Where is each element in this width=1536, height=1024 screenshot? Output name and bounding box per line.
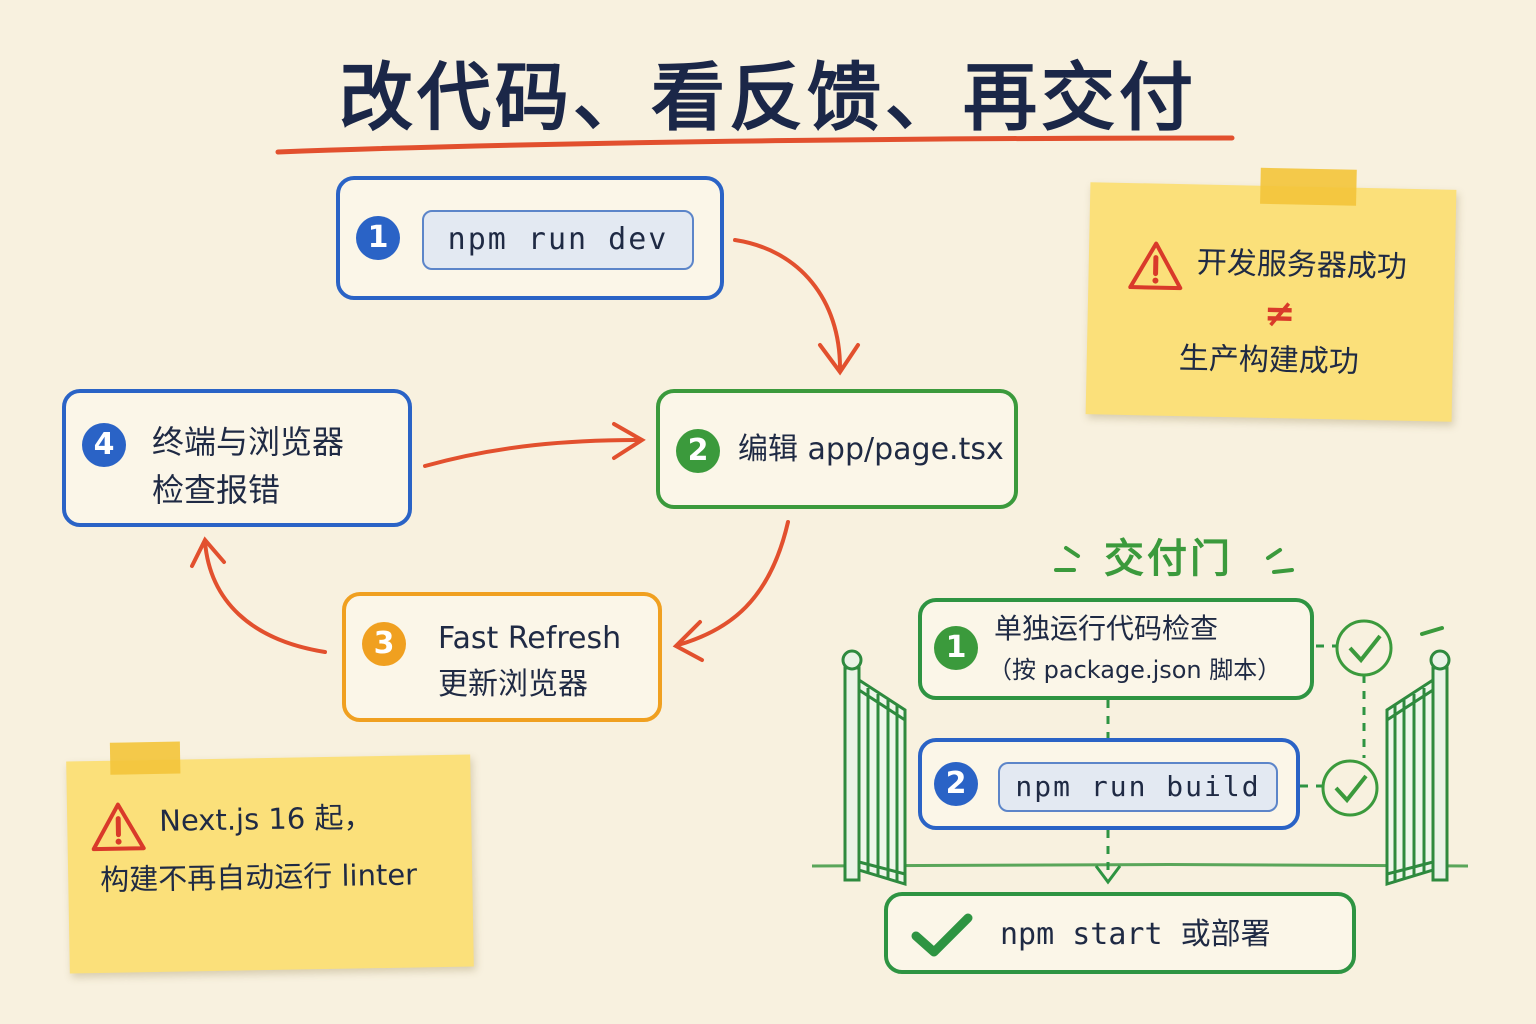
note-tape-bottom [109, 741, 181, 775]
checkmark-icon [911, 913, 973, 957]
gate-title: 交付门 [1104, 536, 1233, 582]
note-bottom-line2: 构建不再自动运行 linter [99, 857, 418, 897]
gate-check2-command: npm run build [998, 762, 1278, 812]
gate-check1-badge: 1 [934, 626, 978, 670]
gate-arrowhead [1094, 865, 1122, 885]
arrow-step1-to-step2 [733, 238, 860, 376]
step2-badge: 2 [676, 429, 720, 473]
note-top-line2: 生产构建成功 [1178, 341, 1360, 380]
step4-badge: 4 [82, 423, 126, 467]
gate-check1-line2: （按 package.json 脚本） [988, 656, 1282, 684]
note-bottom-line1: Next.js 16 起， [158, 800, 373, 838]
gate-check2-box: 2 npm run build [918, 738, 1300, 830]
step4-line2: 检查报错 [152, 471, 281, 509]
arrow-step2-to-step3 [672, 520, 790, 662]
gate-check1-line1: 单独运行代码检查 [994, 612, 1219, 645]
arrow-step4-to-step2 [423, 422, 646, 468]
note-top-symbol: ≠ [1263, 290, 1297, 336]
page-title: 改代码、看反馈、再交付 [339, 55, 1197, 141]
gate-check1-box: 1 单独运行代码检查 （按 package.json 脚本） [918, 598, 1314, 700]
note-dev-vs-build: 开发服务器成功 ≠ 生产构建成功 [1085, 167, 1457, 422]
step2-box: 2 编辑 app/page.tsx [656, 389, 1018, 509]
gate-sparkles [1054, 546, 1444, 636]
title-underline [275, 135, 1235, 155]
right-gate-icon [1385, 649, 1451, 887]
gate-ground [811, 863, 1469, 868]
step3-line1: Fast Refresh [438, 621, 622, 656]
note-tape [1260, 167, 1357, 206]
step3-box: 3 Fast Refresh 更新浏览器 [342, 592, 662, 722]
warning-icon-bottom [91, 802, 146, 852]
warning-icon [1128, 241, 1183, 291]
left-gate-icon [841, 649, 907, 887]
step2-label: 编辑 app/page.tsx [738, 432, 1004, 467]
check-circle-icon-2 [1321, 759, 1379, 817]
note-top-line1: 开发服务器成功 [1196, 245, 1408, 285]
arrow-step3-to-step4 [190, 536, 327, 654]
check-circle-icon-1 [1335, 619, 1393, 677]
final-delivery-box: npm start 或部署 [884, 892, 1356, 974]
step1-box: 1 npm run dev [336, 176, 724, 300]
step3-line2: 更新浏览器 [438, 667, 588, 702]
step1-command: npm run dev [422, 210, 694, 270]
note-linter: Next.js 16 起， 构建不再自动运行 linter [66, 741, 474, 974]
gate-check2-badge: 2 [934, 762, 978, 806]
final-delivery-label: npm start 或部署 [1000, 917, 1271, 952]
step3-badge: 3 [362, 622, 406, 666]
step4-line1: 终端与浏览器 [152, 423, 345, 461]
step1-badge: 1 [356, 216, 400, 260]
step4-box: 4 终端与浏览器 检查报错 [62, 389, 412, 527]
